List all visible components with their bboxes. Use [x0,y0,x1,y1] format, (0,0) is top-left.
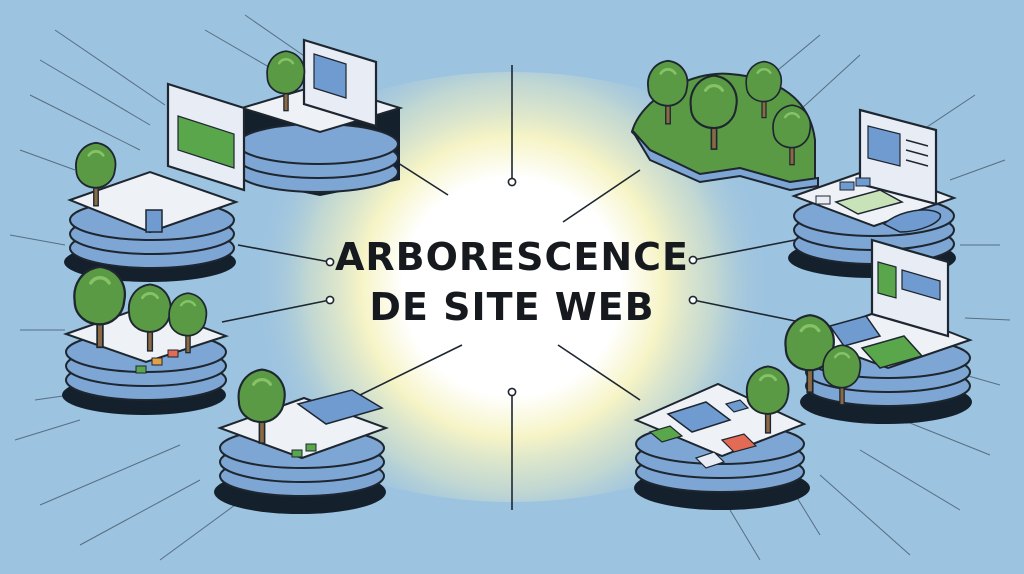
node-lower-left-server [62,265,230,415]
node-top-left-server [237,38,404,196]
node-top-right-forest [630,59,819,192]
node-bottom-right-server [633,364,810,510]
background-rays [9,14,1011,561]
title-line-1: ARBORESCENCE [334,235,690,279]
device-icon [145,209,163,233]
node-lower-right-server [783,238,973,424]
title-line-2: DE SITE WEB [369,285,655,329]
diagram-title: ARBORESCENCE DE SITE WEB [312,232,712,332]
node-bottom-left-server [214,368,389,514]
node-left-server [64,82,246,282]
